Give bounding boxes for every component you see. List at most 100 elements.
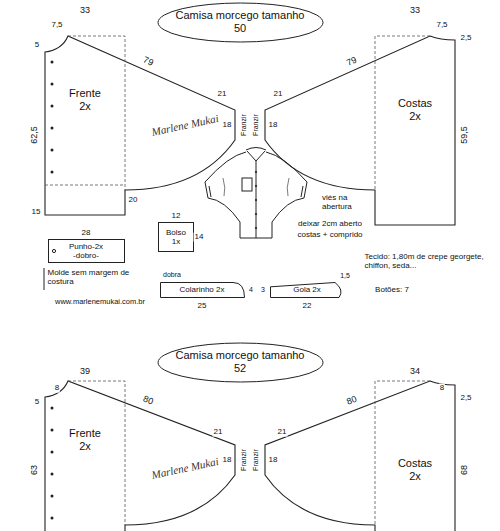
signature-watermark: Marlene Mukai: [149, 112, 220, 138]
pattern-note: Molde sem margem de costura: [47, 269, 144, 287]
piece-name: Costas 2x: [394, 457, 436, 482]
node-text: Punho-2x-dobro-: [69, 242, 103, 260]
dimension-label: 79: [141, 55, 156, 69]
pocket-piece: Bolso 1x: [158, 222, 194, 252]
dimension-label: 79: [345, 55, 360, 69]
block-line: [375, 36, 430, 190]
collar-stand: [246, 148, 266, 151]
piece-label: Costas 2x: [394, 97, 436, 122]
dimension-label: 21: [277, 428, 288, 437]
piece-label: Frente 2x: [64, 87, 106, 112]
block-line: [375, 381, 430, 525]
dimension-label: Franzir: [240, 448, 248, 472]
placket: [256, 161, 257, 238]
dimension-label: 33: [79, 6, 91, 16]
dimension-label: 62,5: [30, 125, 40, 145]
dimension-label: 33: [409, 6, 421, 16]
node-label: Punho-2x: [69, 242, 103, 251]
title-oval: Camisa morcego tamanho 50: [157, 2, 324, 43]
cuff-piece: Punho-2x-dobro-: [48, 239, 125, 263]
sleeve-folds: [223, 178, 289, 196]
dimension-label: 7,5: [435, 21, 448, 30]
node-label: Camisa morcego tamanho 50: [175, 9, 305, 34]
piece-label: Frente 2x: [64, 427, 106, 452]
collar-piece: Colarinho 2x: [160, 282, 245, 298]
dimension-label: 8: [54, 384, 60, 393]
dimension-label: 5: [34, 398, 40, 407]
dimension-label: 21: [273, 90, 284, 99]
pattern-note: viés na abertura: [321, 194, 371, 212]
dimension-label: Franzir: [252, 113, 260, 137]
node-label: Camisa morcego tamanho 52: [175, 349, 305, 374]
dimension-label: 59,5: [460, 125, 470, 145]
dimension-label: 25: [197, 302, 208, 311]
dimension-label: 18: [222, 121, 233, 130]
node-text: Camisa morcego tamanho 50: [175, 9, 305, 34]
shirt-pocket: [242, 178, 252, 191]
title-outline: [158, 3, 323, 42]
node-text: Bolso 1x: [162, 228, 190, 246]
block-line: [45, 36, 125, 190]
dimension-label: Botões: 7: [374, 286, 410, 295]
dimension-label: 8: [439, 384, 445, 393]
piece-label: Costas 2x: [394, 457, 436, 482]
piece-outline: [265, 381, 455, 531]
dimension-label: 68: [460, 464, 470, 476]
dimension-label: 2,5: [459, 34, 472, 43]
node-text: Gola 2x: [293, 285, 321, 294]
block-line: [68, 381, 125, 525]
title-oval: Camisa morcego tamanho 52: [157, 342, 324, 383]
dimension-label: 5: [34, 41, 40, 50]
note-bracket: [44, 268, 45, 290]
dimension-label: Franzir: [252, 448, 260, 472]
dimension-label: 80: [141, 394, 156, 408]
dimension-label: 18: [268, 121, 279, 130]
dimension-label: 2,5: [459, 394, 472, 403]
dimension-label: 80: [345, 394, 360, 408]
node-text: Camisa morcego tamanho 52: [175, 349, 305, 374]
piece-outline: [45, 36, 235, 215]
front-pattern-piece: Frente 2x: [30, 372, 245, 531]
piece-outline: [265, 36, 455, 225]
piece-name: Costas 2x: [394, 97, 436, 122]
piece-outline: [45, 381, 235, 531]
back-pattern-piece: Costas 2x: [255, 372, 470, 531]
node-label: Colarinho 2x: [180, 285, 225, 294]
node-text: Colarinho 2x: [180, 285, 225, 294]
shirt-sketch: [205, 148, 307, 239]
dimension-label: 4: [248, 286, 254, 294]
dimension-label: www.marlenemukai.com.br: [54, 298, 146, 306]
dimension-label: 12: [171, 212, 182, 221]
node-label: Bolso 1x: [162, 228, 190, 246]
piece-outline: [160, 283, 244, 298]
piece-outline: [48, 240, 124, 263]
dimension-label: 18: [268, 456, 279, 465]
node-label: Gola 2x: [293, 285, 321, 294]
dimension-label: 39: [79, 367, 91, 377]
node-outline: [255, 372, 470, 531]
title-outline: [158, 343, 323, 382]
shirt-body: [205, 152, 307, 238]
dimension-label: 14: [194, 233, 205, 242]
dimension-label: dobra: [162, 271, 182, 279]
piece-name: Frente 2x: [64, 87, 106, 112]
collar-band-piece: Gola 2x: [270, 282, 345, 298]
piece-name: Frente 2x: [64, 427, 106, 452]
dimension-label: 34: [409, 367, 421, 377]
dimension-label: 63: [30, 464, 40, 476]
node-outline: [30, 372, 245, 531]
dimension-label: 21: [213, 428, 224, 437]
dimension-label: 7,5: [50, 21, 63, 30]
dimension-label: costas + comprido: [296, 231, 363, 240]
dimension-label: deixar 2cm aberto: [297, 220, 363, 229]
dimension-label: 20: [128, 196, 139, 205]
button-dots: [51, 61, 54, 520]
signature-watermark: Marlene Mukai: [149, 455, 220, 481]
collar: [247, 151, 265, 161]
piece-outline: [159, 223, 194, 252]
button-hole: [52, 249, 55, 252]
dimension-label: 18: [222, 456, 233, 465]
shirt-buttons: [255, 171, 257, 229]
dimension-label: 28: [81, 229, 92, 238]
